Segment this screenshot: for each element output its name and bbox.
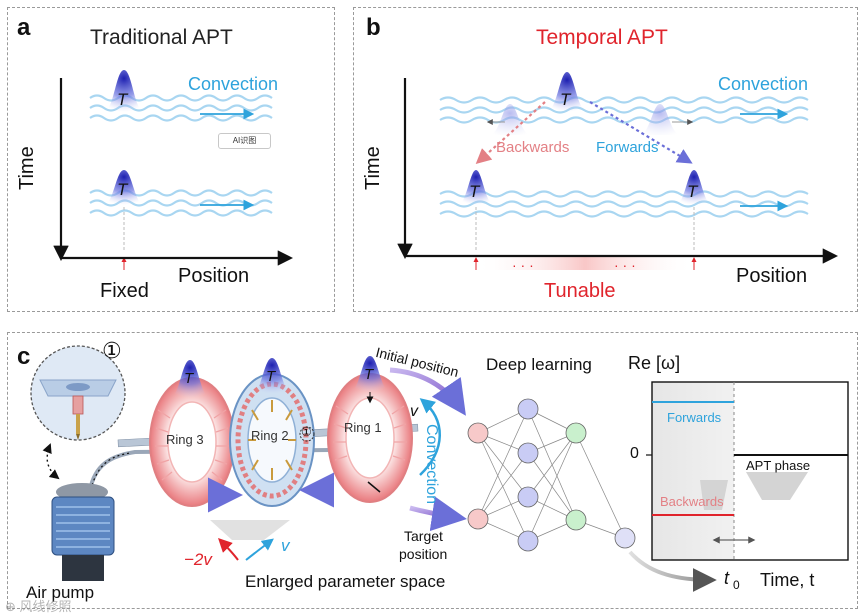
panel-b-waves-top bbox=[439, 96, 809, 124]
ring3-peak bbox=[170, 360, 210, 398]
watermark: ⊕ 风线修照 bbox=[5, 599, 72, 614]
inset-hole bbox=[66, 383, 90, 391]
panel-a-title: Traditional APT bbox=[90, 26, 233, 49]
graph-zero-label: 0 bbox=[630, 445, 639, 462]
nn-edges bbox=[477, 408, 626, 542]
graph-frame bbox=[651, 381, 849, 561]
panel-a-peak-bottom bbox=[104, 170, 144, 205]
ring2-t: T bbox=[266, 368, 276, 385]
panel-b-t-bottom-right: T bbox=[687, 182, 698, 201]
ring2-peak bbox=[252, 358, 292, 394]
panel-a-peak-top bbox=[104, 70, 144, 112]
panel-a-t-top: T bbox=[117, 90, 128, 109]
minus-2v-label: −2v bbox=[184, 550, 212, 569]
deep-learning-label: Deep learning bbox=[486, 355, 592, 374]
panel-b-peak-top bbox=[547, 72, 587, 112]
ring3-t: T bbox=[184, 370, 194, 387]
nn-output-arrow bbox=[628, 550, 717, 592]
graph-shaded-region bbox=[652, 382, 734, 560]
panel-b-tunable-label: Tunable bbox=[544, 280, 616, 302]
panel-b-peak-bottom-right bbox=[676, 170, 712, 205]
panel-a-frame bbox=[7, 7, 335, 312]
ai-badge[interactable]: AI识图 bbox=[218, 133, 271, 149]
graph-backwards-label: Backwards bbox=[660, 494, 724, 509]
pump-link-dots bbox=[42, 443, 60, 480]
panel-b-dots-right: · · · bbox=[614, 257, 636, 273]
panel-b-letter: b bbox=[366, 14, 381, 41]
panel-b-waves-bottom bbox=[439, 190, 809, 218]
panel-a-letter: a bbox=[17, 14, 31, 41]
pump-tube-dash bbox=[91, 452, 131, 486]
graph-ylabel: Re [ω] bbox=[628, 353, 681, 373]
graph-xlabel: Time, t bbox=[760, 570, 815, 590]
ring-rotation-arrow-3 bbox=[367, 481, 381, 493]
inset-marker: ① bbox=[102, 338, 122, 363]
ring3-graphic bbox=[149, 377, 235, 507]
convection-arc bbox=[419, 398, 441, 476]
panel-b-t-top: T bbox=[560, 90, 571, 109]
panel-b-backwards-arrow bbox=[475, 101, 546, 165]
panel-a-convection-label: Convection bbox=[188, 74, 279, 94]
ring-shadow bbox=[210, 520, 290, 540]
target-position-label-1: Target bbox=[404, 528, 443, 544]
panel-b-time-label: Time bbox=[362, 146, 384, 190]
ring1-t: T bbox=[364, 366, 374, 383]
ring2-marker: ① bbox=[301, 425, 312, 439]
panel-c-letter: c bbox=[17, 343, 31, 370]
graph-apt-shadow bbox=[746, 472, 808, 500]
ring1-peak bbox=[350, 356, 390, 392]
graph-forwards-label: Forwards bbox=[667, 410, 722, 425]
inset-heater-tip bbox=[76, 434, 80, 440]
pump-tube bbox=[88, 448, 331, 491]
graph-backwards-shadow bbox=[700, 480, 728, 510]
air-pump-label: Air pump bbox=[26, 583, 95, 602]
ring2-graphic bbox=[229, 373, 315, 507]
panel-b-t-bottom-left: T bbox=[469, 182, 480, 201]
convection-vertical-label: Convection bbox=[423, 424, 440, 505]
panel-b-forwards-arrow bbox=[589, 101, 693, 164]
v-arrow bbox=[245, 538, 274, 561]
panel-c-frame bbox=[7, 332, 858, 609]
panel-b-dots-left: · · · bbox=[512, 257, 534, 273]
panel-b-title: Temporal APT bbox=[536, 26, 668, 49]
target-position-arrow bbox=[409, 496, 467, 532]
panel-a-t-bottom: T bbox=[117, 180, 128, 199]
graph-t0-sub: 0 bbox=[733, 578, 740, 592]
graph-apt-label: APT phase bbox=[746, 458, 811, 473]
panel-b-peak-ghost-right bbox=[640, 104, 680, 135]
ring3-label: Ring 3 bbox=[166, 432, 204, 447]
inset-heater-body bbox=[72, 395, 84, 415]
panel-b-forwards-label: Forwards bbox=[596, 139, 659, 156]
initial-position-arrow bbox=[389, 367, 466, 416]
nn-nodes bbox=[467, 398, 636, 552]
pump-base bbox=[62, 555, 104, 581]
convection-v-label: v bbox=[410, 403, 418, 420]
pump-fins bbox=[56, 506, 110, 548]
panel-a-fixed-label: Fixed bbox=[100, 280, 149, 302]
panel-b-frame bbox=[353, 7, 858, 312]
inset-heater-rod bbox=[76, 414, 80, 434]
panel-a-position-label: Position bbox=[178, 265, 250, 287]
panel-b-convection-label: Convection bbox=[718, 74, 809, 94]
panel-b-peak-ghost-left bbox=[490, 104, 530, 135]
target-position-label-2: position bbox=[399, 546, 448, 562]
graph-t0-main: t bbox=[724, 568, 730, 588]
v-label: v bbox=[281, 536, 290, 555]
panel-b-peak-bottom-left bbox=[458, 170, 494, 205]
ring2-label: Ring 2 bbox=[251, 428, 289, 443]
ring1-label: Ring 1 bbox=[344, 420, 382, 435]
panel-b-tunable-glow bbox=[476, 256, 694, 270]
panel-b-position-label: Position bbox=[736, 265, 808, 287]
enlarged-space-label: Enlarged parameter space bbox=[245, 572, 446, 591]
panel-a-time-label: Time bbox=[16, 146, 38, 190]
minus-2v-arrow bbox=[218, 538, 239, 561]
panel-b-backwards-label: Backwards bbox=[496, 139, 570, 156]
